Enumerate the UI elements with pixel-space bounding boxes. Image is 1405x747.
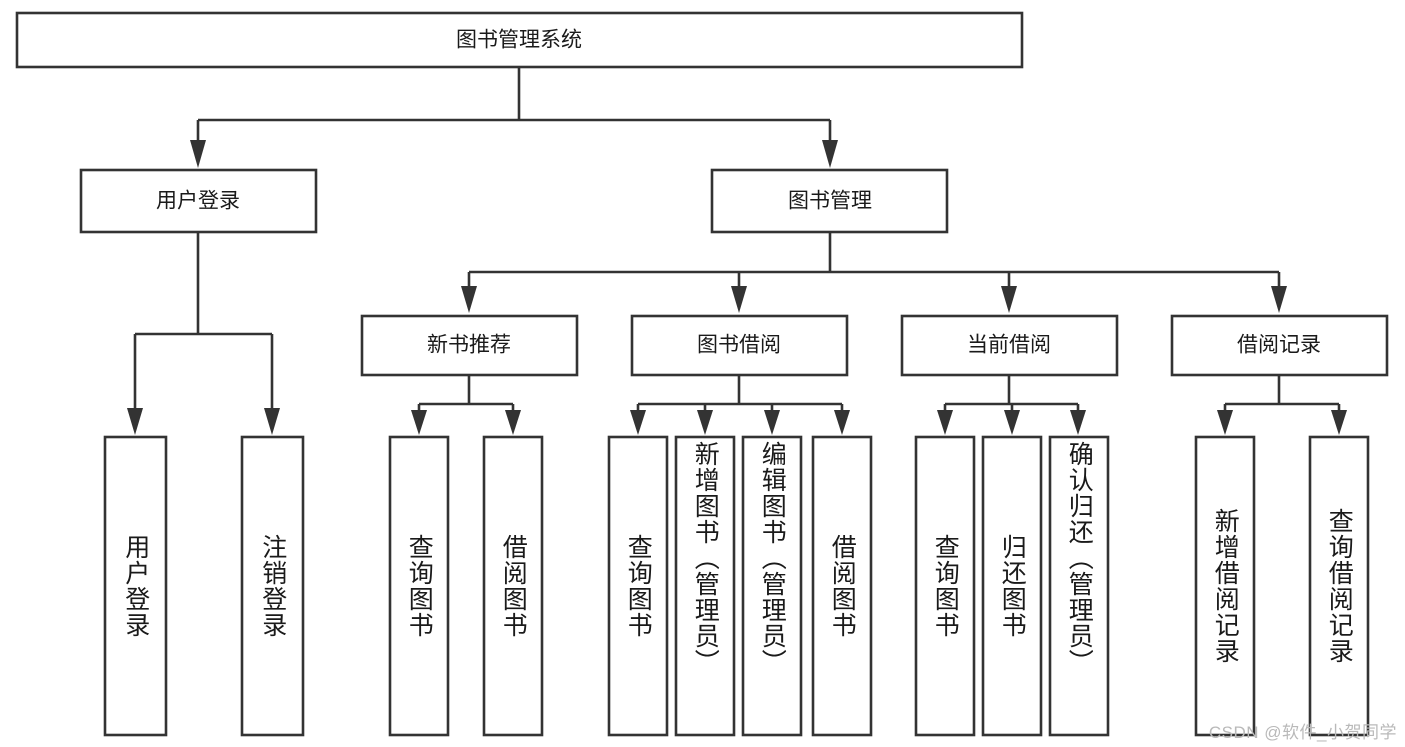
node-new-book-recommend-label: 新书推荐 [427,334,511,357]
leaf-box-bookborrow-0[interactable] [607,435,669,737]
leaf-box-borrowrecord-0[interactable] [1194,435,1256,737]
leaf-box-bookborrow-1[interactable] [674,435,736,737]
node-borrow-record-label: 借阅记录 [1237,334,1321,357]
leaf-box-currentborrow-2[interactable] [1048,435,1110,737]
csdn-watermark: CSDN @软件_小贺同学 [1208,723,1397,742]
leaf-box-newbook-1[interactable] [482,435,544,737]
node-borrow-record[interactable]: 借阅记录 [1170,314,1389,377]
node-user-login-label: 用户登录 [156,190,240,213]
leaf-box-user-login-1[interactable] [240,435,305,737]
node-book-borrow-label: 图书借阅 [697,334,781,357]
connector-currentborrow-to-leaves [937,375,1086,435]
leaf-box-bookborrow-2[interactable] [741,435,803,737]
connector-newbook-to-leaves [411,375,521,435]
node-user-login[interactable]: 用户登录 [79,168,318,234]
connector-userlogin-to-leaves [127,232,280,435]
node-book-management[interactable]: 图书管理 [710,168,949,234]
connector-bookborrow-to-leaves [630,375,850,435]
leaf-box-bookborrow-3[interactable] [811,435,873,737]
node-current-borrow-label: 当前借阅 [967,334,1051,357]
connector-root-to-level2 [190,67,838,168]
node-new-book-recommend[interactable]: 新书推荐 [360,314,579,377]
leaf-box-borrowrecord-1[interactable] [1308,435,1370,737]
connector-bookmgmt-to-level3 [461,232,1287,313]
connector-borrowrecord-to-leaves [1217,375,1347,435]
leaf-box-currentborrow-1[interactable] [981,435,1043,737]
leaf-box-newbook-0[interactable] [388,435,450,737]
node-root-book-management-system[interactable]: 图书管理系统 [15,11,1024,69]
node-book-borrow[interactable]: 图书借阅 [630,314,849,377]
leaf-box-currentborrow-0[interactable] [914,435,976,737]
node-current-borrow[interactable]: 当前借阅 [900,314,1119,377]
leaf-box-user-login-0[interactable] [103,435,168,737]
node-root-label: 图书管理系统 [456,29,582,52]
node-book-management-label: 图书管理 [788,190,872,213]
